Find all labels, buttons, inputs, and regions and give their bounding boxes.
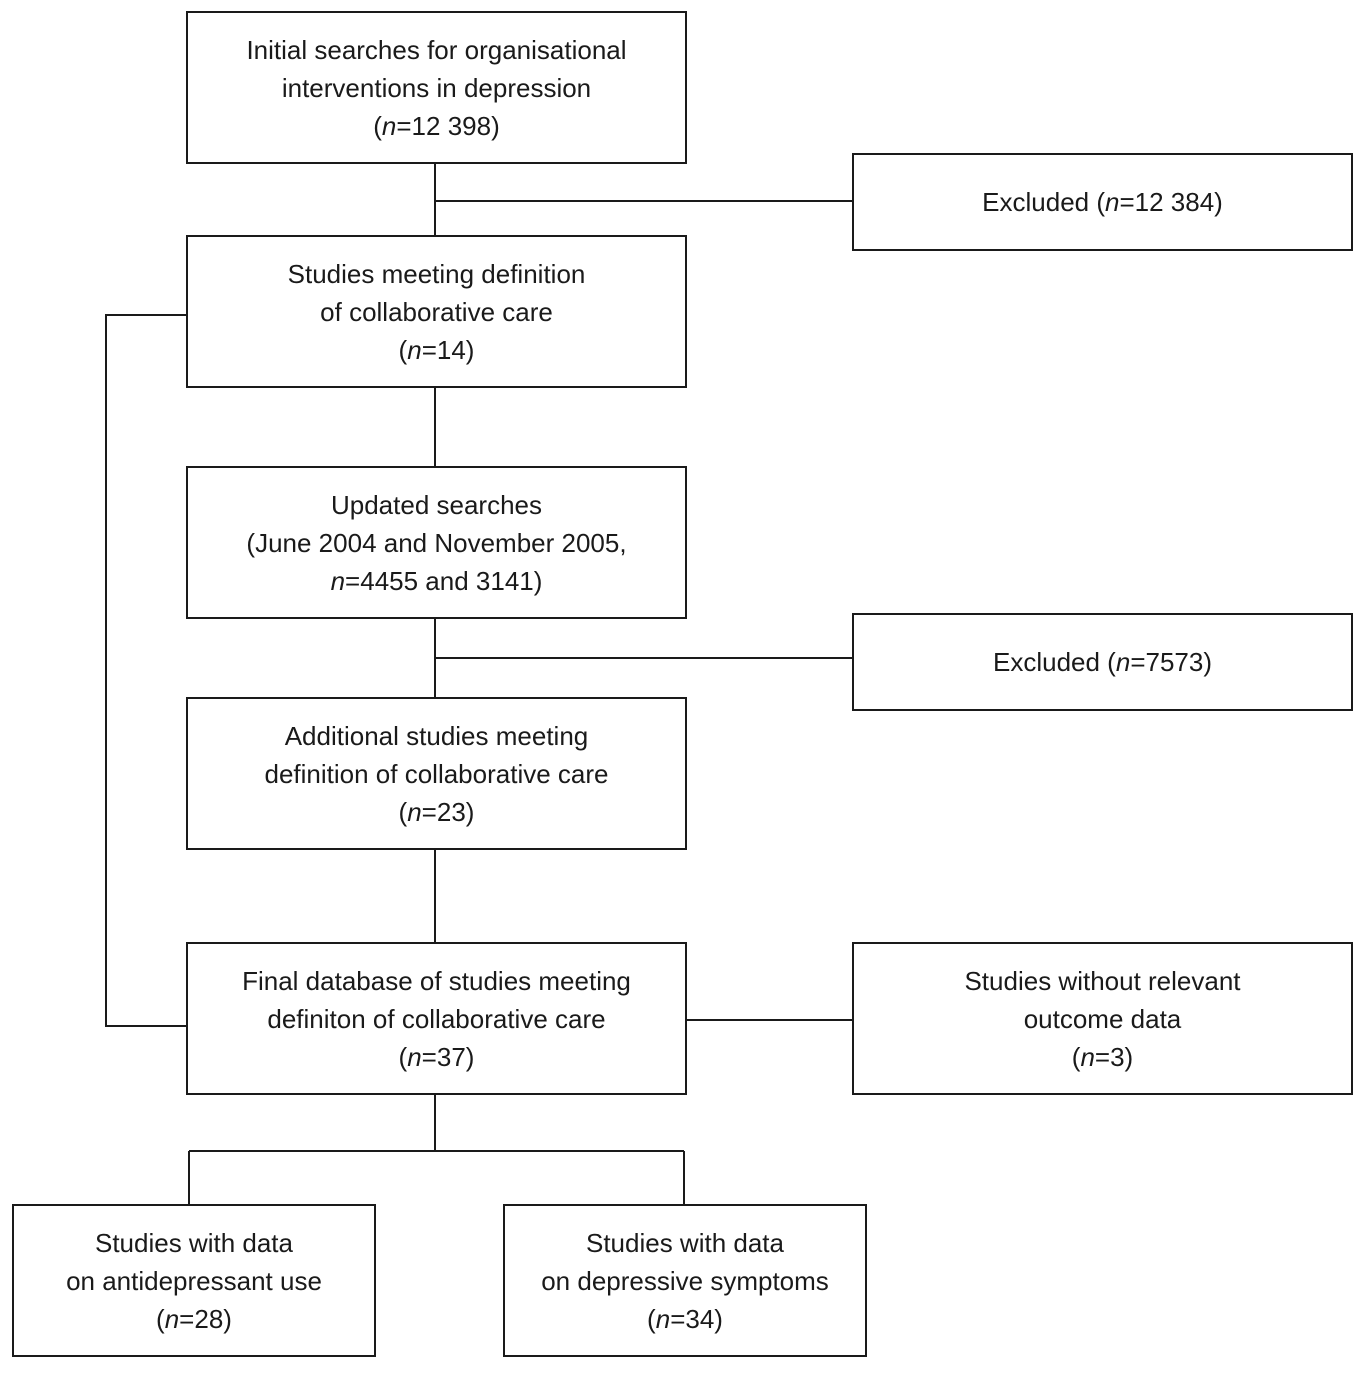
count-n: n <box>1105 187 1120 217</box>
count-open: ( <box>398 334 408 365</box>
final-database-line1: Final database of studies meeting <box>242 965 631 996</box>
initial-searches-count: (n=12 398) <box>246 107 626 145</box>
count-n: n <box>1080 1041 1095 1072</box>
excluded-second-line: Excluded (n=7573) <box>993 643 1212 681</box>
count-open: ( <box>373 110 382 141</box>
excluded-first-text: Excluded (n=12 384) <box>982 183 1223 221</box>
connector-meeting-bypass-to-final <box>105 314 186 1027</box>
count-n: n <box>407 334 422 365</box>
count-open: ( <box>156 1303 165 1334</box>
additional-studies-box: Additional studies meeting definition of… <box>186 697 687 850</box>
count-value: =3) <box>1094 1041 1134 1072</box>
additional-studies-line1: Additional studies meeting <box>284 720 589 751</box>
updated-searches-count: n=4455 and 3141) <box>246 562 626 600</box>
initial-searches-line1: Initial searches for organisational <box>246 34 627 65</box>
updated-searches-line2: (June 2004 and November 2005, <box>246 527 627 558</box>
count-value: =37) <box>421 1041 475 1072</box>
antidepressant-use-line1: Studies with data <box>94 1227 293 1258</box>
count-n: n <box>1115 647 1131 677</box>
antidepressant-use-line2: on antidepressant use <box>66 1265 322 1296</box>
count-value: =28) <box>179 1303 232 1334</box>
initial-searches-text: Initial searches for organisational inte… <box>246 31 626 145</box>
excluded-prefix: Excluded ( <box>993 647 1116 677</box>
count-n: n <box>407 1041 422 1072</box>
initial-searches-line2: interventions in depression <box>281 72 592 103</box>
count-value: =7573) <box>1130 647 1212 677</box>
without-outcome-line1: Studies without relevant <box>964 965 1241 996</box>
without-outcome-text: Studies without relevant outcome data (n… <box>964 962 1240 1076</box>
count-n: n <box>330 565 346 596</box>
additional-studies-text: Additional studies meeting definition of… <box>265 717 609 831</box>
count-value: =14) <box>421 334 475 365</box>
antidepressant-use-box: Studies with data on antidepressant use … <box>12 1204 376 1357</box>
meeting-definition-count: (n=14) <box>288 331 586 369</box>
meeting-definition-text: Studies meeting definition of collaborat… <box>288 255 586 369</box>
count-open: ( <box>647 1303 656 1334</box>
updated-searches-text: Updated searches (June 2004 and November… <box>246 486 626 600</box>
excluded-first-line: Excluded (n=12 384) <box>982 183 1223 221</box>
meeting-definition-box: Studies meeting definition of collaborat… <box>186 235 687 388</box>
count-value: =23) <box>421 796 475 827</box>
updated-searches-box: Updated searches (June 2004 and November… <box>186 466 687 619</box>
excluded-second-text: Excluded (n=7573) <box>993 643 1212 681</box>
depressive-symptoms-line2: on depressive symptoms <box>541 1265 829 1296</box>
count-value: =12 384) <box>1119 187 1223 217</box>
excluded-second-box: Excluded (n=7573) <box>852 613 1353 711</box>
depressive-symptoms-box: Studies with data on depressive symptoms… <box>503 1204 867 1357</box>
count-value: =4455 and 3141) <box>345 565 543 596</box>
count-value: =12 398) <box>396 110 500 141</box>
excluded-first-box: Excluded (n=12 384) <box>852 153 1353 251</box>
count-n: n <box>407 796 422 827</box>
count-n: n <box>164 1303 180 1334</box>
count-open: ( <box>398 796 408 827</box>
additional-studies-line2: definition of collaborative care <box>264 758 609 789</box>
depressive-symptoms-count: (n=34) <box>541 1300 829 1338</box>
count-open: ( <box>1071 1041 1081 1072</box>
antidepressant-use-count: (n=28) <box>66 1300 322 1338</box>
excluded-prefix: Excluded ( <box>982 187 1105 217</box>
without-outcome-line2: outcome data <box>1023 1003 1182 1034</box>
count-n: n <box>655 1303 671 1334</box>
updated-searches-line1: Updated searches <box>330 489 543 520</box>
additional-studies-count: (n=23) <box>265 793 609 831</box>
final-database-count: (n=37) <box>242 1038 631 1076</box>
depressive-symptoms-line1: Studies with data <box>585 1227 784 1258</box>
count-value: =34) <box>670 1303 723 1334</box>
final-database-text: Final database of studies meeting defini… <box>242 962 631 1076</box>
without-outcome-box: Studies without relevant outcome data (n… <box>852 942 1353 1095</box>
count-open: ( <box>398 1041 408 1072</box>
initial-searches-box: Initial searches for organisational inte… <box>186 11 687 164</box>
meeting-definition-line1: Studies meeting definition <box>287 258 586 289</box>
without-outcome-count: (n=3) <box>964 1038 1240 1076</box>
count-n: n <box>381 110 397 141</box>
antidepressant-use-text: Studies with data on antidepressant use … <box>66 1224 322 1338</box>
final-database-box: Final database of studies meeting defini… <box>186 942 687 1095</box>
meeting-definition-line2: of collaborative care <box>320 296 553 327</box>
depressive-symptoms-text: Studies with data on depressive symptoms… <box>541 1224 829 1338</box>
final-database-line2: definiton of collaborative care <box>267 1003 606 1034</box>
